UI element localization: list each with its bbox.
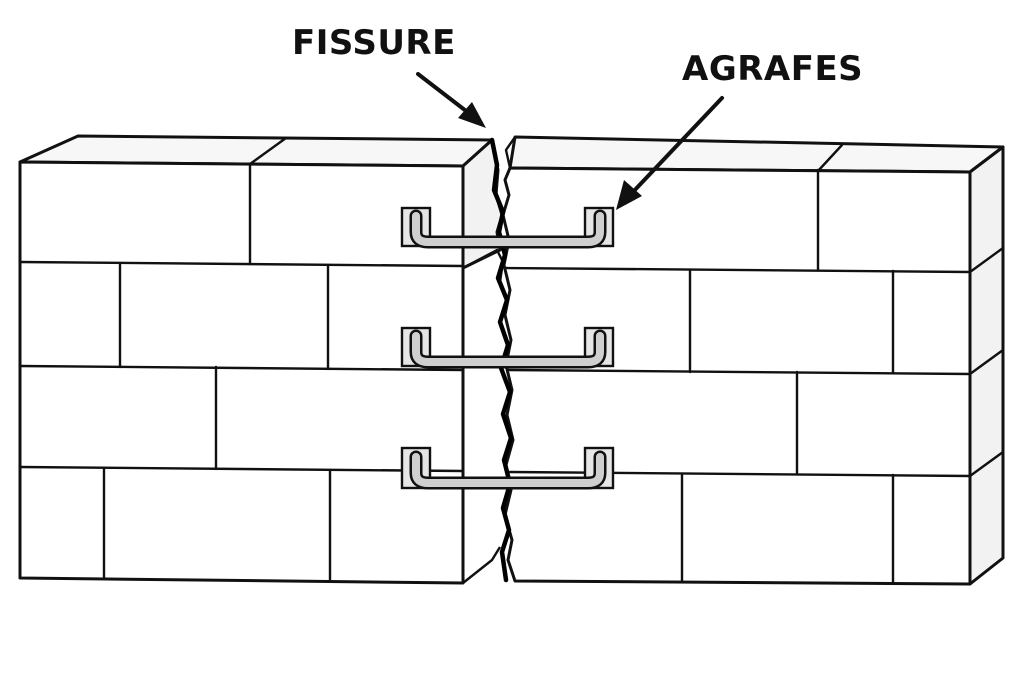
agrafes-arrow (616, 96, 724, 210)
agrafe-2 (400, 326, 615, 369)
agrafe-3 (400, 446, 615, 490)
left-wall (18, 134, 505, 585)
right-wall-side-face (968, 145, 1005, 586)
left-wall-front (18, 160, 465, 585)
right-wall-top (508, 135, 1005, 174)
agrafes-label: AGRAFES (682, 49, 864, 89)
fissure-arrow (416, 72, 486, 128)
right-wall (501, 135, 1005, 586)
right-wall-front (501, 166, 972, 586)
fissure-label: FISSURE (292, 23, 456, 63)
agrafe-1 (400, 206, 615, 249)
